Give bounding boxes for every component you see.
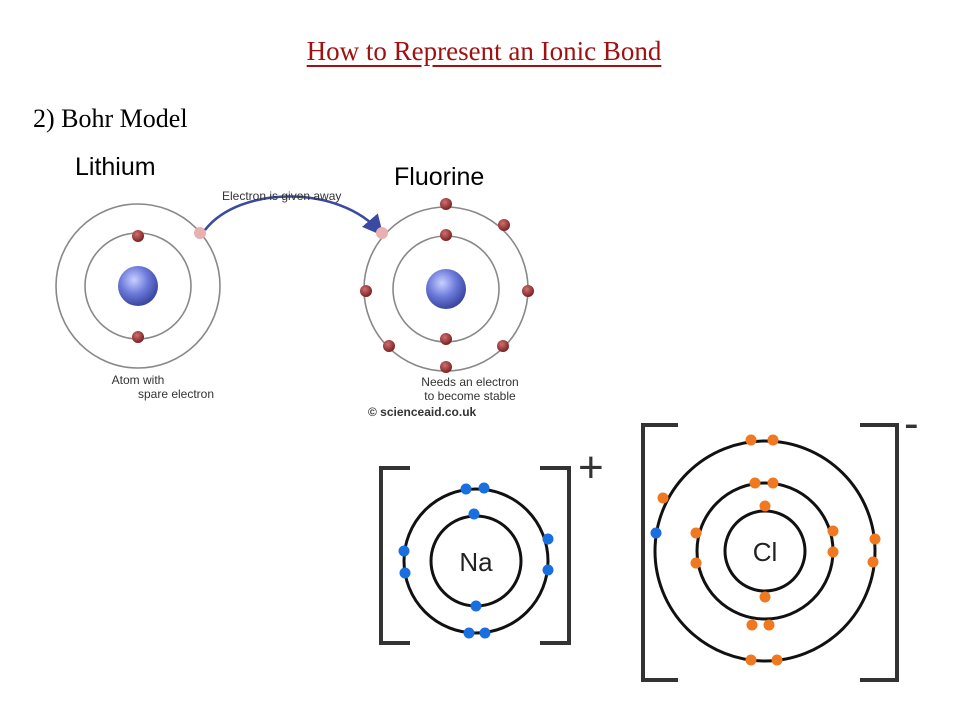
chlorine-electron bbox=[869, 533, 881, 545]
sodium-electron bbox=[478, 482, 490, 494]
chlorine-electron bbox=[657, 492, 669, 504]
fluorine-atom bbox=[360, 198, 534, 373]
sodium-electron bbox=[460, 483, 472, 495]
sodium-outer-shell bbox=[402, 487, 550, 635]
chlorine-electron bbox=[745, 654, 757, 666]
credit-text: © scienceaid.co.uk bbox=[368, 405, 477, 419]
chlorine-electron bbox=[767, 434, 779, 446]
fluorine-electron bbox=[440, 333, 452, 345]
chlorine-electron bbox=[746, 619, 758, 631]
chlorine-charge: - bbox=[904, 399, 919, 448]
sodium-electron bbox=[463, 627, 475, 639]
chlorine-outer-shell bbox=[653, 439, 877, 663]
fluorine-electron bbox=[440, 198, 452, 210]
fluorine-electron bbox=[498, 219, 510, 231]
fluorine-electron bbox=[440, 229, 452, 241]
fluorine-nucleus bbox=[426, 269, 466, 309]
sodium-electron bbox=[470, 600, 482, 612]
chlorine-electron bbox=[771, 654, 783, 666]
fluorine-electron bbox=[497, 340, 509, 352]
transferred-electron-destination bbox=[376, 227, 388, 239]
chlorine-electron bbox=[827, 546, 839, 558]
chlorine-left-bracket bbox=[641, 423, 678, 682]
chlorine-electron bbox=[827, 525, 839, 537]
fluorine-label: Fluorine bbox=[394, 163, 485, 191]
sodium-electron bbox=[399, 567, 411, 579]
chlorine-electron bbox=[767, 477, 779, 489]
sodium-electron bbox=[398, 545, 410, 557]
sodium-electron bbox=[542, 533, 554, 545]
lithium-caption-line-1: Atom with bbox=[112, 373, 165, 387]
chlorine-electron bbox=[745, 434, 757, 446]
chlorine-electron bbox=[690, 527, 702, 539]
chlorine-electron bbox=[759, 591, 771, 603]
chlorine-electron bbox=[763, 619, 775, 631]
chlorine-electron bbox=[759, 500, 771, 512]
chlorine-right-bracket bbox=[860, 423, 899, 682]
chlorine-ion: - Cl bbox=[641, 399, 919, 682]
lithium-electron bbox=[132, 230, 144, 242]
fluorine-electron bbox=[383, 340, 395, 352]
fluorine-caption-line-2: to become stable bbox=[424, 389, 516, 403]
sodium-right-bracket bbox=[540, 466, 571, 645]
transfer-caption: Electron is given away bbox=[222, 189, 341, 203]
lithium-atom bbox=[55, 203, 221, 369]
transfer-arrow bbox=[203, 195, 384, 236]
sodium-electron bbox=[542, 564, 554, 576]
chlorine-electron bbox=[690, 557, 702, 569]
chlorine-electron bbox=[867, 556, 879, 568]
lithium-electron bbox=[132, 331, 144, 343]
sodium-electron bbox=[468, 508, 480, 520]
lithium-outer-shell bbox=[55, 203, 221, 369]
lithium-nucleus bbox=[118, 266, 158, 306]
chlorine-electron bbox=[749, 477, 761, 489]
sodium-charge: + bbox=[578, 443, 604, 492]
sodium-electron bbox=[479, 627, 491, 639]
sodium-left-bracket bbox=[379, 466, 410, 645]
sodium-symbol: Na bbox=[459, 547, 493, 577]
fluorine-electron bbox=[522, 285, 534, 297]
page-title: How to Represent an Ionic Bond bbox=[306, 36, 662, 66]
transferred-electron-origin bbox=[194, 227, 206, 239]
sodium-ion: + Na bbox=[379, 443, 604, 645]
lithium-caption-line-2: spare electron bbox=[138, 387, 214, 401]
chlorine-symbol: Cl bbox=[753, 537, 778, 567]
transferred-chlorine-electron bbox=[650, 527, 662, 539]
fluorine-caption-line-1: Needs an electron bbox=[421, 375, 518, 389]
lithium-label: Lithium bbox=[75, 153, 156, 181]
fluorine-electron bbox=[360, 285, 372, 297]
fluorine-electron bbox=[440, 361, 452, 373]
section-subtitle: 2) Bohr Model bbox=[33, 104, 188, 133]
